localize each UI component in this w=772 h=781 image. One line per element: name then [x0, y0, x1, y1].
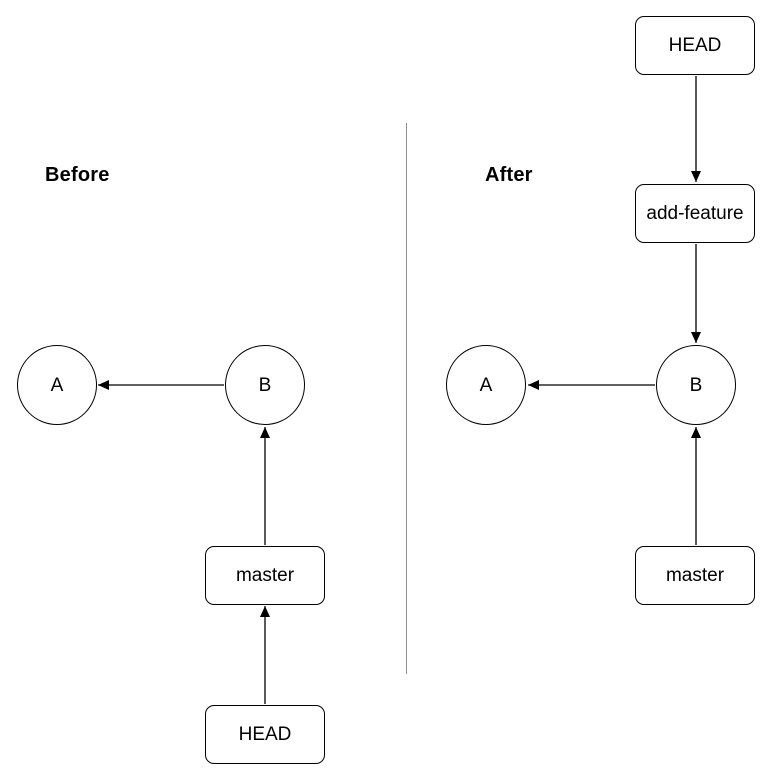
after-commit-node-a: A	[446, 345, 526, 425]
before-commit-node-a: A	[17, 345, 97, 425]
before-head-node: HEAD	[205, 705, 325, 764]
after-master-branch-node: master	[635, 546, 755, 605]
after-add-feature-branch-node: add-feature	[635, 184, 755, 243]
after-commit-node-b: B	[656, 345, 736, 425]
before-commit-node-b: B	[225, 345, 305, 425]
after-section-label: After	[485, 164, 533, 186]
after-head-node: HEAD	[635, 16, 755, 75]
before-master-branch-node: master	[205, 546, 325, 605]
before-section-label: Before	[45, 164, 110, 186]
panel-divider-line	[406, 123, 407, 674]
